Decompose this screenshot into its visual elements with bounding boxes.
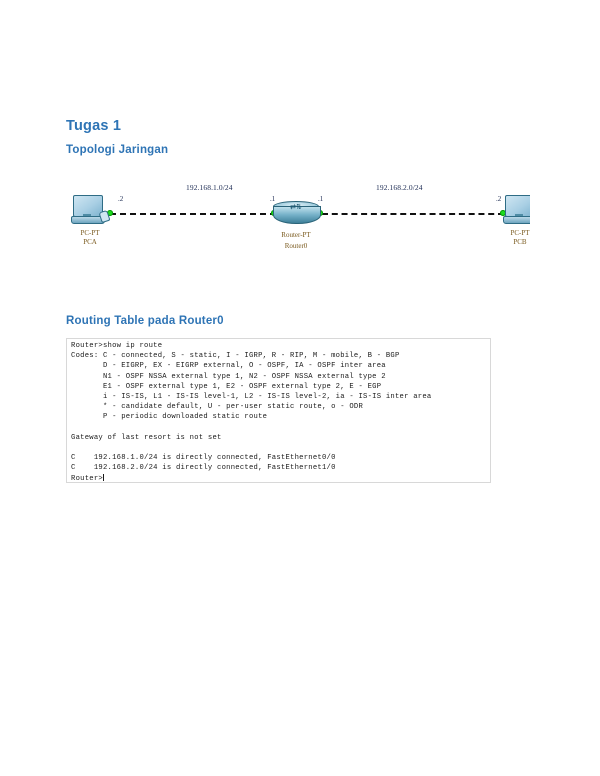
router-body <box>273 206 321 224</box>
cli-output-block: Router>show ip route Codes: C - connecte… <box>66 338 491 483</box>
cli-cursor <box>102 473 104 481</box>
network-label-left: 192.168.1.0/24 <box>186 183 233 192</box>
device-label-pca-name: PCA <box>83 238 97 246</box>
interface-label-pca: .2 <box>118 195 124 203</box>
pc-neck <box>515 214 523 217</box>
device-label-router-name: Router0 <box>284 242 308 250</box>
network-label-right: 192.168.2.0/24 <box>376 183 423 192</box>
router-arrows-icon: ⇄⇅ <box>290 203 302 211</box>
section-heading-routing-table: Routing Table pada Router0 <box>66 315 224 327</box>
link-led-pcb <box>500 210 506 216</box>
pc-icon-pcb[interactable] <box>502 195 530 227</box>
interface-label-router-fa1: .1 <box>318 195 324 203</box>
pc-neck <box>83 214 91 217</box>
cable-pca-router <box>110 213 276 215</box>
interface-label-router-fa0: .1 <box>270 195 276 203</box>
device-label-pcb-name: PCB <box>513 238 527 246</box>
device-label-pca-model: PC-PT <box>80 229 100 237</box>
pc-base <box>503 216 530 224</box>
device-label-router-model: Router-PT <box>281 231 311 239</box>
pc-icon-pca[interactable] <box>70 195 111 227</box>
section-heading-topology: Topologi Jaringan <box>66 144 169 156</box>
cli-output-text: Router>show ip route Codes: C - connecte… <box>71 342 432 483</box>
interface-label-pcb: .2 <box>496 195 502 203</box>
device-label-pcb-model: PC-PT <box>510 229 530 237</box>
cable-router-pcb <box>322 213 504 215</box>
page-title: Tugas 1 <box>66 118 122 134</box>
network-topology-figure: 192.168.1.0/24 192.168.2.0/24 .2 .1 .1 .… <box>68 165 530 305</box>
link-led-pca <box>107 210 113 216</box>
router-icon-router0[interactable]: ⇄⇅ <box>273 201 321 227</box>
